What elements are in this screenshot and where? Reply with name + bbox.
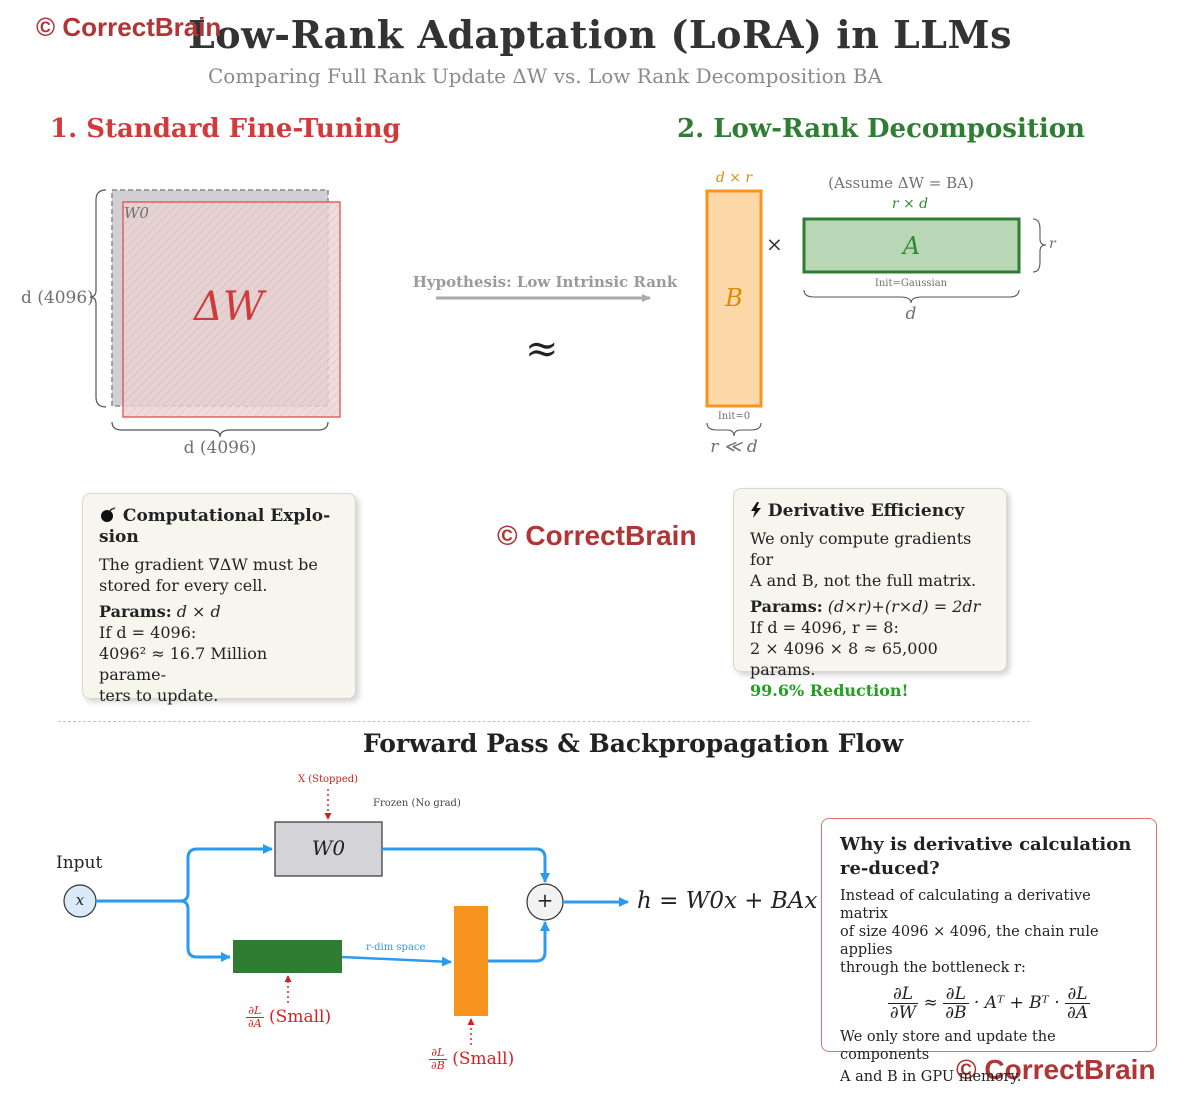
a-rank-label: r: [1049, 236, 1056, 252]
w0-block-label: W0: [311, 836, 346, 860]
why-line3: through the bottleneck r:: [840, 960, 1026, 976]
output-equation: h = W0x + BAx: [637, 888, 818, 914]
assume-label: (Assume ΔW = BA): [828, 174, 974, 192]
a-matrix: [802, 217, 1021, 274]
flow-arrow-to-a: [179, 899, 231, 962]
efficiency-reduction: 99.6% Reduction!: [750, 681, 909, 700]
b-dimension-label: d × r: [715, 170, 753, 186]
efficiency-card-title: Derivative Efficiency: [750, 501, 990, 522]
explosion-line2: stored for every cell.: [99, 576, 268, 595]
explosion-line3: If d = 4096:: [99, 623, 197, 642]
explosion-line5: ters to update.: [99, 686, 219, 705]
flow-title: Forward Pass & Backpropagation Flow: [362, 729, 904, 758]
a-width-label: d: [905, 304, 917, 324]
left-brace: [89, 189, 107, 408]
watermark-top-left: © CorrectBrain: [36, 12, 222, 42]
a-dimension-label: r × d: [891, 196, 929, 212]
computational-explosion-card: Computational Explo-sion The gradient ∇Δ…: [82, 493, 356, 705]
a-block: [233, 940, 342, 973]
bomb-icon: [99, 506, 123, 526]
why-box-title: Why is derivative calculation re-duced?: [840, 834, 1132, 879]
input-label: Input: [56, 853, 103, 873]
left-dimension-label: d (4096): [21, 288, 94, 308]
efficiency-line2: A and B, not the full matrix.: [750, 571, 977, 590]
why-derivative-box: Why is derivative calculation re-duced? …: [821, 818, 1157, 1085]
section-heading-lowrank: 2. Low-Rank Decomposition: [677, 114, 1085, 144]
a-right-brace: [1032, 218, 1047, 273]
b-block: [454, 906, 488, 1016]
section-divider: [58, 721, 1030, 722]
why-line5: A and B in GPU memory.: [840, 1069, 1022, 1085]
frozen-label: Frozen (No grad): [373, 798, 461, 809]
flow-arrow-to-w0: [96, 844, 273, 903]
w0-block: [274, 821, 383, 877]
watermark-middle: © CorrectBrain: [497, 520, 697, 551]
chain-rule-formula: ∂L∂W ≈ ∂L∂B · Aᵀ + Bᵀ · ∂L∂A: [887, 984, 1091, 1023]
grad-a-label: ∂L∂A (Small): [246, 1004, 332, 1030]
delta-w-matrix: [122, 201, 341, 418]
why-line1: Instead of calculating a derivative matr…: [840, 888, 1091, 922]
derivative-efficiency-card: Derivative Efficiency We only compute gr…: [733, 488, 1007, 700]
lightning-icon: [750, 501, 768, 521]
b-init-label: Init=0: [717, 411, 751, 422]
b-matrix: [705, 189, 763, 408]
times-symbol: ×: [766, 232, 783, 256]
efficiency-params: Params: (d×r)+(r×d) = 2dr: [750, 597, 981, 616]
page-subtitle: Comparing Full Rank Update ΔW vs. Low Ra…: [207, 64, 883, 88]
rdim-label: r-dim space: [366, 942, 426, 953]
explosion-line1: The gradient ∇ΔW must be: [99, 555, 318, 574]
explosion-line4: 4096² ≈ 16.7 Million parame-: [99, 644, 268, 684]
explosion-card-title: Computational Explo-sion: [99, 506, 331, 547]
b-matrix-label: B: [725, 284, 743, 312]
efficiency-line1: We only compute gradients for: [750, 529, 972, 569]
w0-label: W0: [124, 204, 149, 222]
stopped-label: X (Stopped): [297, 774, 359, 785]
b-bottom-brace: [706, 422, 762, 437]
bottom-brace: [111, 421, 329, 438]
efficiency-line3: If d = 4096, r = 8:: [750, 618, 899, 637]
explosion-params: Params: d × d: [99, 602, 221, 621]
input-x-label: x: [75, 891, 85, 909]
grad-b-label: ∂L∂B (Small): [429, 1046, 515, 1072]
approx-symbol: ≈: [525, 326, 559, 372]
bottom-dimension-label: d (4096): [183, 438, 257, 458]
a-matrix-label: A: [902, 232, 921, 260]
page-title: Low-Rank Adaptation (LoRA) in LLMs: [188, 12, 1012, 57]
sum-symbol: +: [536, 888, 554, 912]
flow-arrow-b-to-sum: [488, 921, 550, 963]
b-rank-label: r ≪ d: [710, 437, 758, 457]
a-bottom-brace: [803, 289, 1020, 304]
section-heading-standard: 1. Standard Fine-Tuning: [50, 114, 401, 144]
hypothesis-label: Hypothesis: Low Intrinsic Rank: [412, 273, 678, 291]
why-line2: of size 4096 × 4096, the chain rule appl…: [840, 924, 1099, 958]
flow-arrow-a-to-b: [341, 955, 452, 967]
watermark-bottom-right: © CorrectBrain: [956, 1054, 1156, 1085]
flow-arrow-w0-to-sum: [382, 847, 550, 883]
delta-w-label: ΔW: [194, 284, 264, 330]
a-init-label: Init=Gaussian: [874, 278, 948, 289]
efficiency-line4: 2 × 4096 × 8 ≈ 65,000 params.: [750, 639, 938, 679]
why-line4: We only store and update the components: [840, 1029, 1056, 1063]
